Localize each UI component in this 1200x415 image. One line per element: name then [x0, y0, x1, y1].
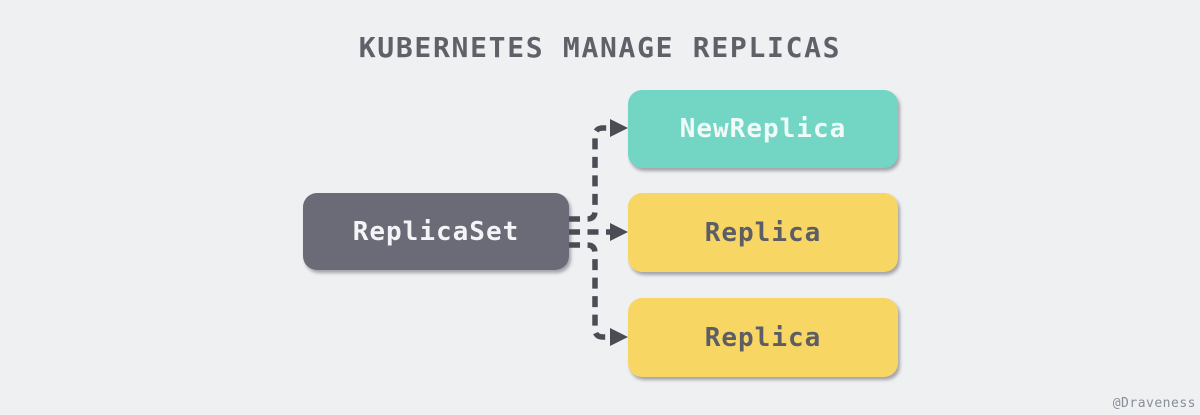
node-replica-1-label: Replica [704, 217, 822, 248]
node-replica-2-label: Replica [704, 322, 822, 353]
node-replica-1: Replica [628, 193, 898, 272]
node-new-replica: NewReplica [628, 90, 898, 168]
dashed-arrow-to-new-replica [569, 125, 611, 222]
dashed-arrow-to-replica-2 [569, 242, 611, 340]
node-replica-2: Replica [628, 298, 898, 377]
diagram-title: KUBERNETES MANAGE REPLICAS [358, 31, 842, 64]
watermark: @Draveness [1112, 396, 1196, 411]
node-replicaset-label: ReplicaSet [352, 216, 520, 247]
node-replicaset: ReplicaSet [303, 193, 569, 270]
arrowhead-replica-2-icon [610, 328, 628, 346]
arrowhead-replica-1-icon [610, 223, 628, 241]
arrowhead-new-replica-icon [610, 119, 628, 137]
node-new-replica-label: NewReplica [679, 114, 847, 144]
